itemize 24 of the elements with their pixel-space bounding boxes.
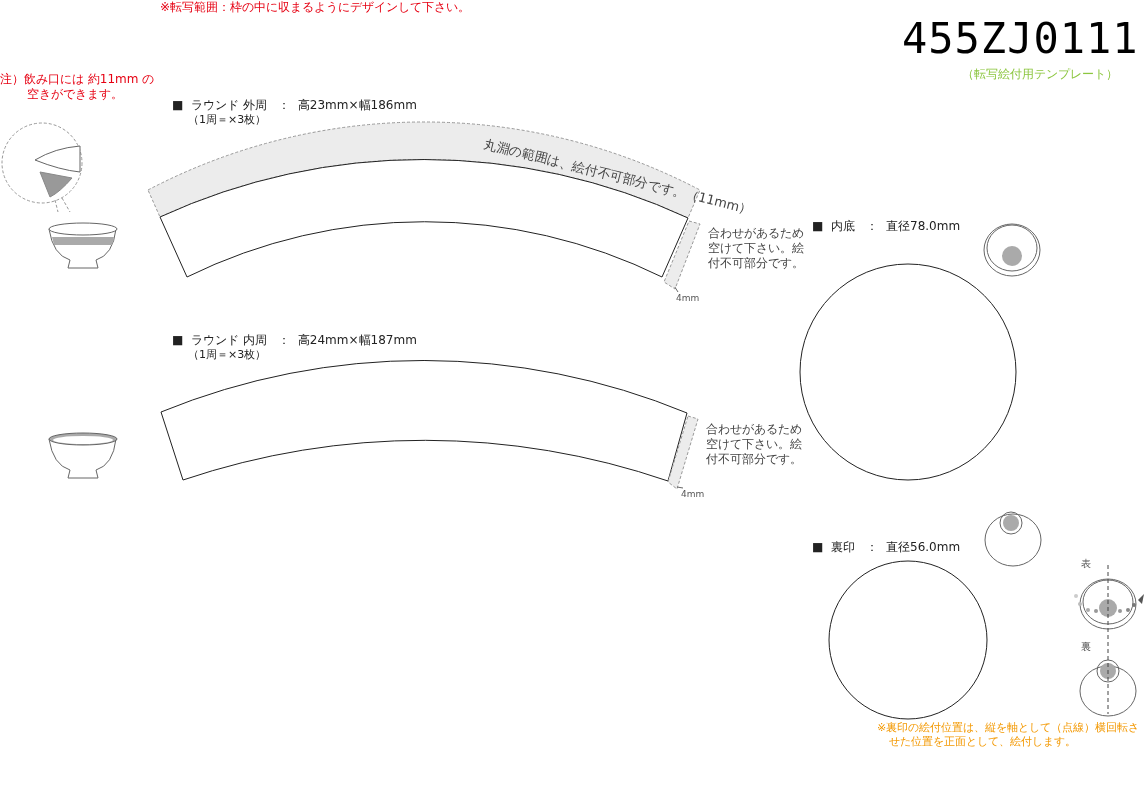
spec-text: （1周＝×3枚）	[188, 348, 267, 362]
side-note: 合わせがあるため空けて下さい。絵付不可部分です。	[706, 422, 803, 467]
dimension-text: 4mm	[676, 292, 700, 305]
spec-text: ■ ラウンド 内周 ： 高24mm×幅187mm	[172, 333, 417, 348]
dimension-text: 4mm	[681, 488, 705, 501]
side-note: 合わせがあるため空けて下さい。絵付不可部分です。	[708, 226, 805, 271]
rim-band-note: 丸淵の範囲は、絵付不可部分です。（11mm）	[482, 136, 754, 218]
non-printable-strip	[667, 415, 699, 490]
side-label: 裏	[1081, 640, 1091, 653]
note: 注）飲み口には 約11mm の空きができます。	[0, 72, 156, 102]
spec-text: ■ ラウンド 外周 ： 高23mm×幅186mm	[172, 98, 417, 113]
subtitle: （転写絵付用テンプレート）	[962, 67, 1118, 82]
spec-text: ■ 内底 ： 直径78.0mm	[812, 219, 961, 234]
side-label: 表	[1081, 557, 1091, 570]
print-area-band	[160, 361, 688, 482]
title: 455ZJ0111	[902, 14, 1139, 64]
leader-line	[676, 486, 684, 489]
print-area-circle	[828, 560, 988, 720]
spec-text: （1周＝×3枚）	[188, 113, 267, 127]
spec-text: ■ 裏印 ： 直径56.0mm	[812, 540, 961, 555]
leader-line	[674, 286, 679, 293]
note: ※裏印の絵付位置は、縦を軸として（点線）横回転させた位置を正面として、絵付します。	[877, 721, 1141, 749]
non-printable-strip	[663, 220, 701, 290]
note: ※転写範囲：枠の中に収まるようにデザインして下さい。	[160, 0, 471, 15]
